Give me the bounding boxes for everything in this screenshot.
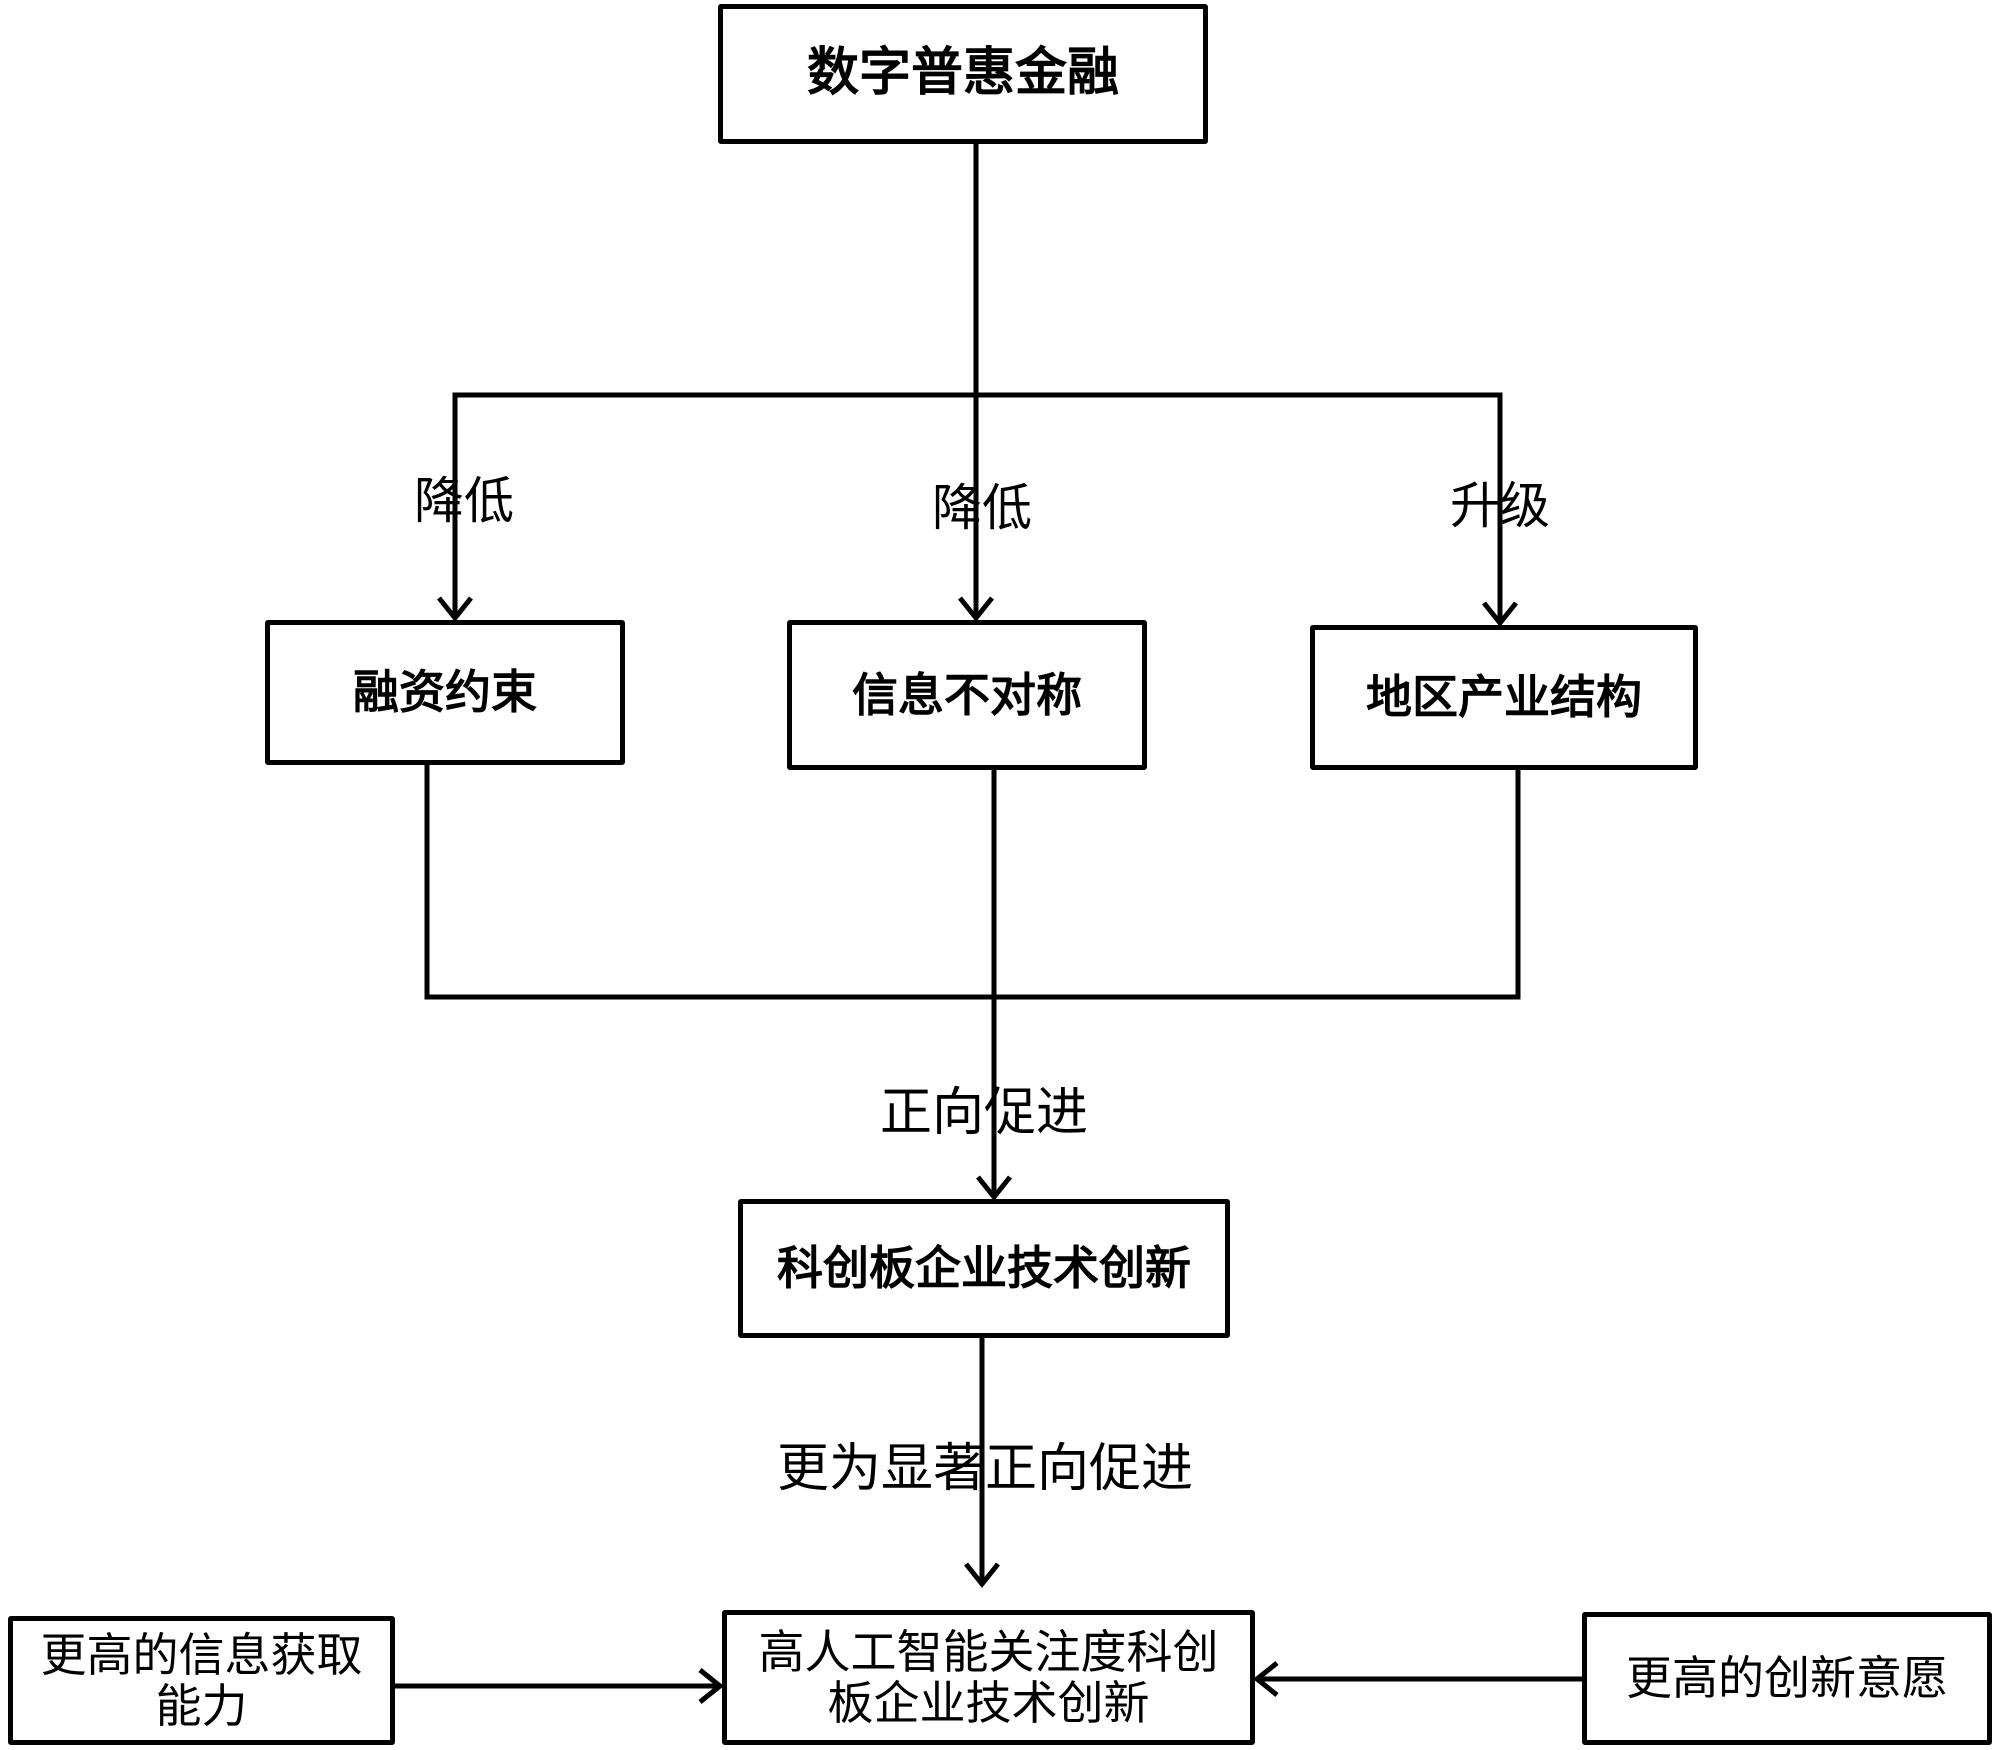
- node-label: 数字普惠金融: [806, 43, 1119, 104]
- node-innovation-willingness: 更高的创新意愿: [1582, 1612, 1992, 1745]
- node-label: 地区产业结构: [1366, 670, 1642, 725]
- node-information-asymmetry: 信息不对称: [787, 620, 1147, 770]
- edge-label-upgrade: 升级: [1450, 477, 1550, 535]
- edge-label-reduce-financing: 降低: [414, 472, 514, 530]
- arrowhead-innovation: [976, 1175, 1012, 1202]
- node-regional-industry-structure: 地区产业结构: [1310, 625, 1698, 770]
- arrowhead-financing: [437, 596, 473, 623]
- node-label: 科创板企业技术创新: [777, 1241, 1191, 1296]
- node-label: 高人工智能关注度科创板企业技术创新: [758, 1624, 1219, 1730]
- arrowhead-info: [958, 596, 994, 623]
- node-label: 更高的信息获取能力: [40, 1627, 363, 1733]
- arrowhead-info-ability: [698, 1668, 725, 1704]
- node-ai-attention-innovation: 高人工智能关注度科创板企业技术创新: [722, 1610, 1255, 1745]
- edge-label-reduce-info: 降低: [932, 479, 1032, 537]
- node-label: 信息不对称: [852, 667, 1082, 722]
- node-digital-inclusive-finance: 数字普惠金融: [718, 4, 1208, 144]
- node-label: 融资约束: [353, 665, 537, 720]
- edge-label-promote-more: 更为显著正向促进: [776, 1439, 1194, 1499]
- arrowhead-willingness: [1252, 1661, 1279, 1697]
- node-financing-constraint: 融资约束: [265, 620, 625, 765]
- node-star-market-innovation: 科创板企业技术创新: [738, 1199, 1230, 1338]
- arrowhead-industry: [1482, 601, 1518, 628]
- edge-label-promote: 正向促进: [879, 1083, 1089, 1143]
- node-label: 更高的创新意愿: [1626, 1651, 1948, 1706]
- arrowhead-ai-innovation: [964, 1562, 1000, 1589]
- node-information-ability: 更高的信息获取能力: [8, 1616, 395, 1745]
